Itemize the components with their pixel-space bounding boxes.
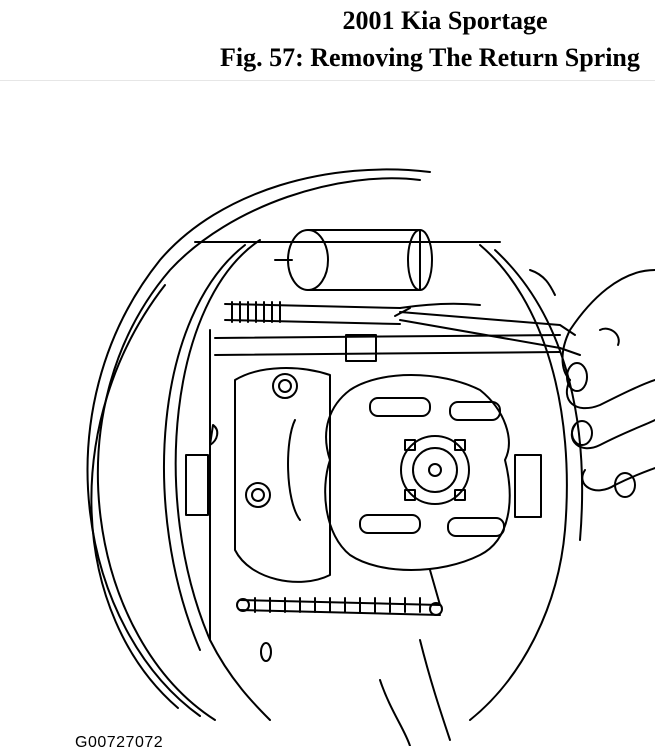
document-header: 2001 Kia Sportage Fig. 57: Removing The … xyxy=(0,0,655,81)
return-spring xyxy=(225,302,480,324)
figure-code: G00727072 xyxy=(75,734,163,752)
lower-anchor xyxy=(261,640,450,746)
wheel-cylinder xyxy=(195,230,500,290)
wheel-hub xyxy=(325,375,510,570)
backing-plate xyxy=(88,169,430,720)
right-brake-shoe xyxy=(470,245,582,720)
brake-illustration xyxy=(0,80,655,746)
vehicle-title: 2001 Kia Sportage xyxy=(0,6,655,36)
hand xyxy=(563,270,655,497)
left-brake-shoe xyxy=(164,240,270,720)
hub-plate xyxy=(235,368,330,582)
figure-caption: Fig. 57: Removing The Return Spring xyxy=(220,43,640,73)
